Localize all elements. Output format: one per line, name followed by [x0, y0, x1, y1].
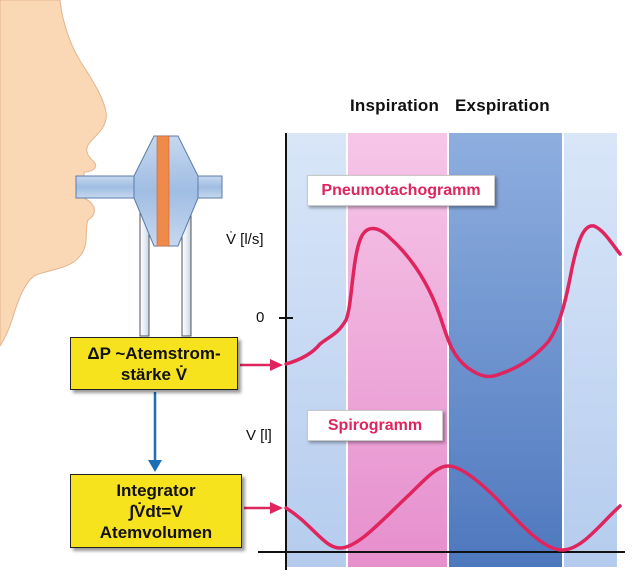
arrow-head [270, 359, 283, 371]
membrane [156, 135, 170, 247]
pneumotachograph [75, 135, 223, 337]
sensor-box: ΔP ~Atemstrom- stärke V̇ [70, 337, 238, 390]
pneumotachogram-curve [284, 224, 622, 379]
flow-axis-label: V̇ [l/s] [226, 231, 264, 248]
integrator-box-line1: Integrator [116, 481, 196, 500]
connectors [148, 359, 283, 514]
volume-axis-label: V [l] [246, 427, 272, 444]
arrow-head [148, 460, 162, 472]
face-profile [0, 0, 107, 347]
sensor-box-line1: ΔP ~Atemstrom- [87, 344, 221, 363]
integrator-box-line3: Atemvolumen [99, 523, 213, 542]
pneumotachogramm-label: Pneumotachogramm [307, 175, 495, 206]
sensor-box-line2: stärke V̇ [120, 365, 188, 384]
exspiration-header: Exspiration [455, 96, 550, 115]
inspiration-header: Inspiration [350, 96, 440, 115]
integrator-box-line2: ∫V̇dt=V [129, 502, 183, 521]
integrator-box: Integrator ∫V̇dt=V Atemvolumen [70, 474, 242, 548]
spirogram-curve [284, 464, 622, 552]
spirogramm-label: Spirogramm [307, 410, 443, 441]
zero-label: 0 [256, 309, 265, 326]
arrow-head [270, 502, 283, 514]
